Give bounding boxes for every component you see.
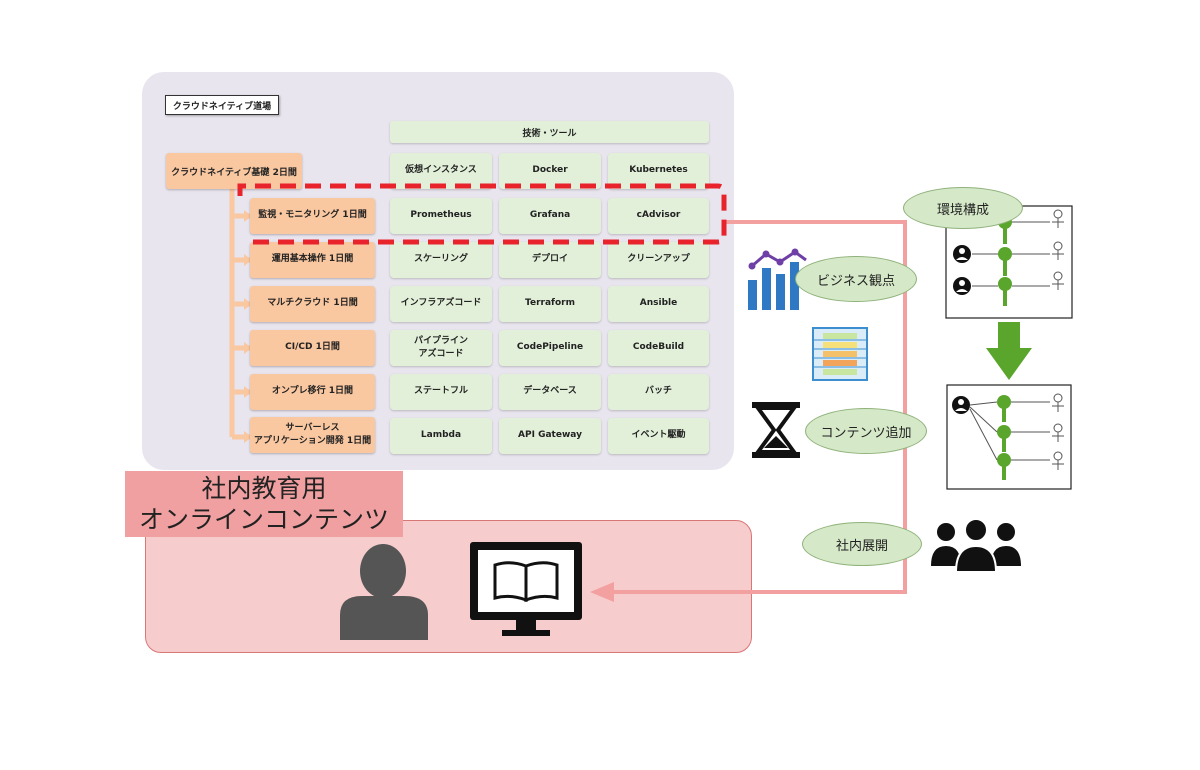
course-item: サーバーレス アプリケーション開発 1日間 (250, 417, 375, 453)
tech-cell: パイプライン アズコード (390, 330, 492, 366)
tech-cell: Prometheus (390, 198, 492, 234)
tech-cell: インフラアズコード (390, 286, 492, 322)
person-icon (340, 544, 428, 640)
bubble-content-add: コンテンツ追加 (805, 408, 927, 454)
tech-cell: Lambda (390, 418, 492, 454)
tech-cell: バッチ (608, 374, 709, 410)
tech-cell: Kubernetes (608, 153, 709, 189)
bubble-deploy: 社内展開 (802, 522, 922, 566)
education-label-line2: オンラインコンテンツ (138, 505, 389, 534)
tech-cell: API Gateway (499, 418, 601, 454)
tech-header: 技術・ツール (390, 121, 709, 143)
education-label-line1: 社内教育用 (201, 474, 327, 503)
hourglass-icon (752, 402, 800, 458)
monitoring-highlight (237, 183, 727, 245)
course-item: CI/CD 1日間 (250, 330, 375, 366)
tech-cell: 仮想インスタンス (390, 153, 492, 189)
tech-cell: Docker (499, 153, 601, 189)
chart-icon (748, 248, 807, 310)
bubble-env: 環境構成 (903, 187, 1023, 229)
tech-cell: スケーリング (390, 242, 492, 278)
tech-cell: デプロイ (499, 242, 601, 278)
course-item: オンプレ移行 1日間 (250, 374, 375, 410)
tech-cell: cAdvisor (608, 198, 709, 234)
tech-cell: イベント駆動 (608, 418, 709, 454)
tech-cell: データベース (499, 374, 601, 410)
tech-cell: ステートフル (390, 374, 492, 410)
education-content-box (145, 520, 752, 653)
bubble-business: ビジネス観点 (795, 256, 917, 302)
table-icon (812, 327, 868, 381)
tech-cell: Ansible (608, 286, 709, 322)
course-root: クラウドネイティブ基礎 2日間 (166, 153, 302, 189)
course-item: 運用基本操作 1日間 (250, 242, 375, 278)
down-arrow-icon (986, 322, 1032, 380)
tech-cell: CodeBuild (608, 330, 709, 366)
course-item: 監視・モニタリング 1日間 (250, 198, 375, 234)
tech-cell: Terraform (499, 286, 601, 322)
environment-diagram-bottom (946, 384, 1072, 490)
flow-line (590, 220, 907, 602)
panel-title: クラウドネイティブ道場 (165, 95, 279, 115)
group-icon (931, 518, 1021, 573)
tech-cell: クリーンアップ (608, 242, 709, 278)
education-content-label: 社内教育用 オンラインコンテンツ (125, 471, 403, 537)
course-item: マルチクラウド 1日間 (250, 286, 375, 322)
tech-cell: Grafana (499, 198, 601, 234)
tech-cell: CodePipeline (499, 330, 601, 366)
monitor-book-icon (470, 542, 582, 636)
